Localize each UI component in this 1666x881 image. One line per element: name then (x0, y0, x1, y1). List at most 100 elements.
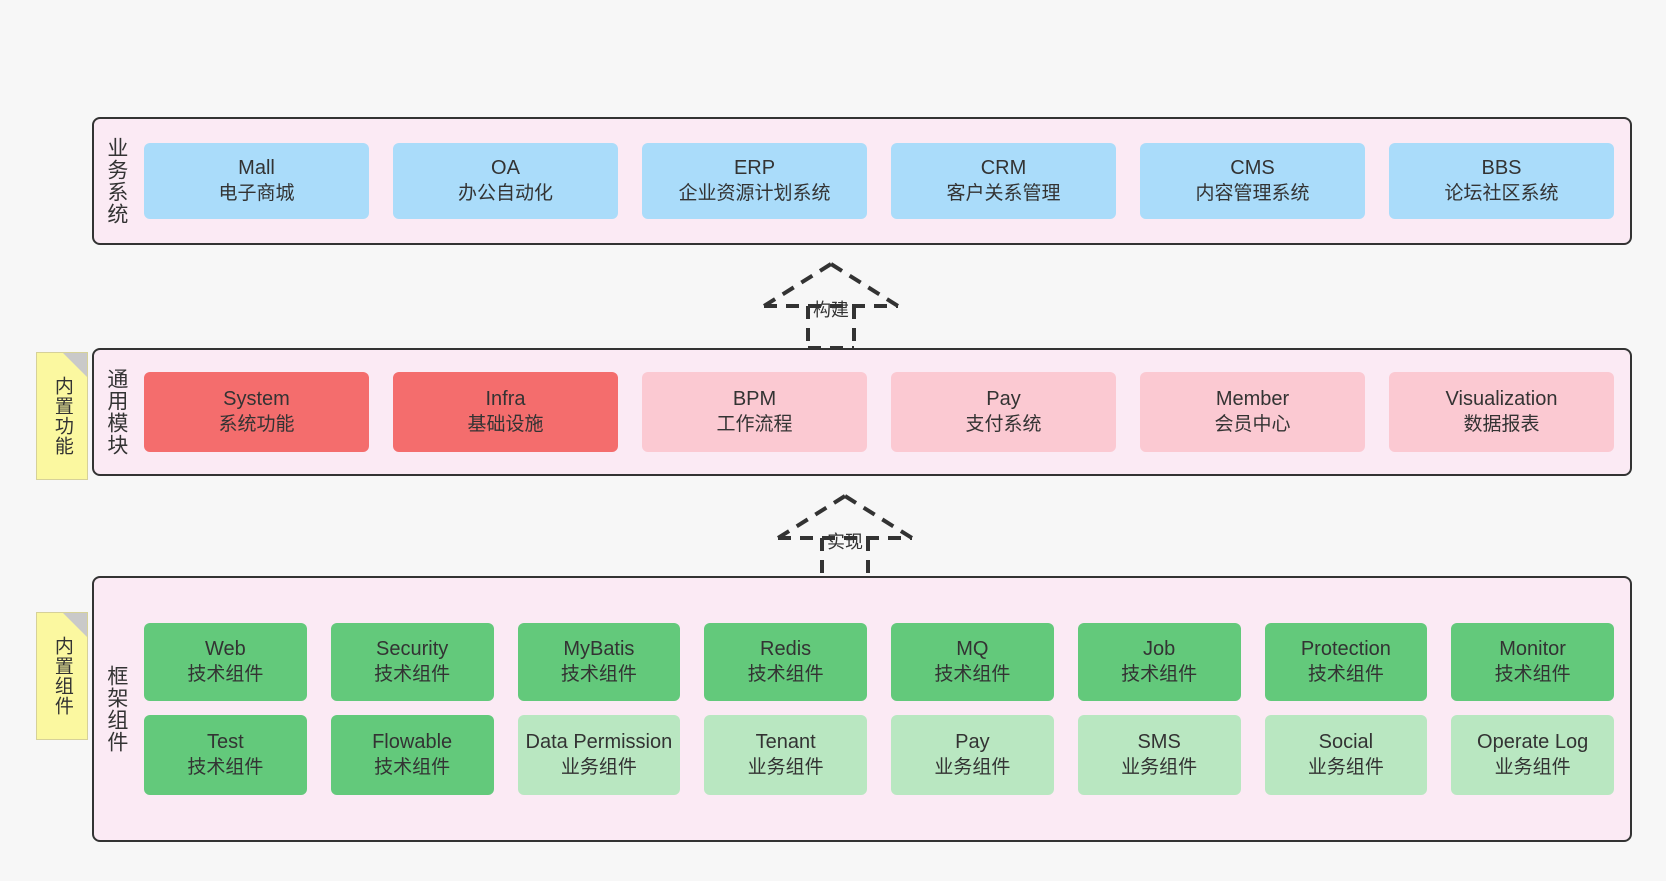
box-subtitle: 电子商城 (218, 182, 295, 204)
connector-implement-label: 实现 (827, 532, 863, 552)
box-title: MyBatis (563, 638, 635, 661)
connector-build: 构建 (756, 258, 906, 350)
box-title: SMS (1137, 731, 1181, 754)
box-subtitle: 技术组件 (187, 663, 264, 685)
box-title: Pay (986, 388, 1021, 411)
box-title: Data Permission (525, 731, 673, 754)
box-title: System (223, 388, 290, 411)
box-title: ERP (733, 157, 776, 180)
box-title: OA (491, 157, 520, 180)
box-subtitle: 技术组件 (934, 663, 1011, 685)
box-subtitle: 内容管理系统 (1195, 182, 1310, 204)
box-subtitle: 业务组件 (560, 756, 637, 778)
box-title: Security (376, 638, 449, 661)
box-title: BPM (732, 388, 777, 411)
box-subtitle: 技术组件 (374, 756, 451, 778)
box-title: Member (1215, 388, 1290, 411)
builtin-components-note: 内置组件 (36, 612, 88, 740)
box-subtitle: 技术组件 (560, 663, 637, 685)
box-subtitle: 技术组件 (374, 663, 451, 685)
box-title: BBS (1481, 157, 1522, 180)
box-title: Operate Log (1477, 731, 1589, 754)
box-title: Job (1143, 638, 1176, 661)
box-title: Tenant (755, 731, 816, 754)
builtin-features-note: 内置功能 (36, 352, 88, 480)
box-title: Test (207, 731, 244, 754)
modules-layer-label: 通用模块 (104, 368, 128, 456)
box-subtitle: 基础设施 (467, 413, 544, 435)
note-fold-corner-icon (63, 613, 87, 637)
box-subtitle: 技术组件 (747, 663, 824, 685)
box-subtitle: 办公自动化 (457, 182, 553, 204)
box-title: Monitor (1499, 638, 1566, 661)
box-subtitle: 技术组件 (1307, 663, 1384, 685)
builtin-components-note-label: 内置组件 (51, 636, 73, 716)
box-title: Social (1318, 731, 1374, 754)
note-fold-corner-icon (63, 353, 87, 377)
box-subtitle: 技术组件 (1121, 663, 1198, 685)
box-subtitle: 论坛社区系统 (1444, 182, 1559, 204)
connector-implement: 实现 (770, 490, 920, 582)
box-subtitle: 支付系统 (965, 413, 1042, 435)
box-subtitle: 业务组件 (934, 756, 1011, 778)
box-subtitle: 业务组件 (747, 756, 824, 778)
box-title: Visualization (1445, 388, 1558, 411)
box-title: Pay (955, 731, 990, 754)
builtin-features-note-label: 内置功能 (51, 376, 73, 456)
box-title: CRM (980, 157, 1027, 180)
box-title: Flowable (372, 731, 453, 754)
connector-build-label: 构建 (813, 300, 849, 320)
framework-layer-label: 框架组件 (104, 665, 128, 753)
box-title: Redis (760, 638, 812, 661)
box-subtitle: 数据报表 (1463, 413, 1540, 435)
box-subtitle: 企业资源计划系统 (678, 182, 831, 204)
box-subtitle: 技术组件 (187, 756, 264, 778)
box-subtitle: 技术组件 (1494, 663, 1571, 685)
box-title: Infra (485, 388, 526, 411)
box-title: Web (204, 638, 246, 661)
box-title: Mall (238, 157, 275, 180)
box-subtitle: 业务组件 (1307, 756, 1384, 778)
box-subtitle: 业务组件 (1494, 756, 1571, 778)
box-subtitle: 客户关系管理 (946, 182, 1061, 204)
box-subtitle: 工作流程 (716, 413, 793, 435)
box-title: MQ (956, 638, 989, 661)
